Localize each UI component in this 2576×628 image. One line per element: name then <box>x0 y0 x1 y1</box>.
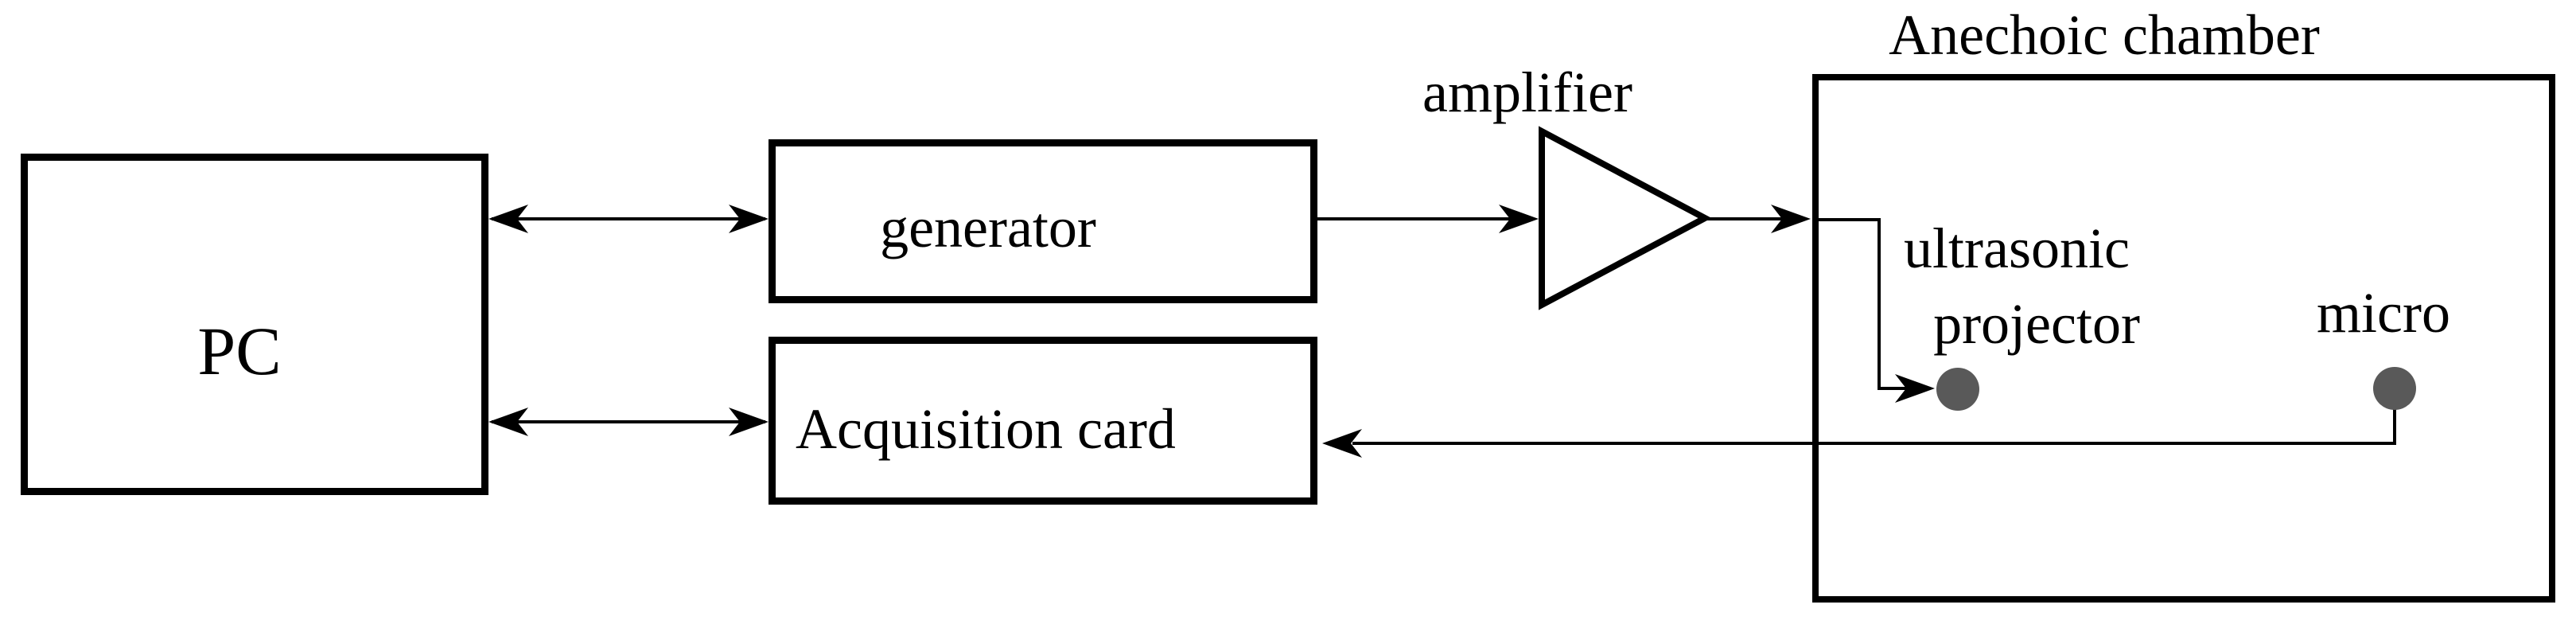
generator-box <box>769 139 1317 303</box>
acquisition-card-label: Acquisition card <box>796 397 1176 461</box>
arrowhead-left-pc-bottom <box>488 408 528 436</box>
micro-dot <box>2373 367 2416 410</box>
amplifier-label: amplifier <box>1422 60 1632 124</box>
arrowhead-right-amplifier <box>1499 205 1539 233</box>
arrowhead-right-projector <box>1895 374 1935 403</box>
anechoic-chamber-box <box>1812 74 2555 603</box>
arrowhead-right-generator <box>729 205 769 233</box>
arrowhead-left-pc-top <box>488 205 528 233</box>
micro-return-line <box>1352 409 2396 445</box>
micro-label: micro <box>2317 281 2450 345</box>
pc-label: PC <box>197 313 281 389</box>
pc-box <box>21 154 488 495</box>
anechoic-chamber-label: Anechoic chamber <box>1889 3 2320 67</box>
arrowhead-right-acquisition <box>729 408 769 436</box>
generator-label: generator <box>880 196 1096 259</box>
amplifier-triangle <box>1539 126 1712 310</box>
arrowhead-left-acquisition-return <box>1322 429 1362 458</box>
ultrasonic-projector-label-line1: ultrasonic <box>1904 216 2130 280</box>
ultrasonic-projector-dot <box>1936 368 1979 411</box>
chamber-feed-line <box>1815 218 1908 390</box>
ultrasonic-projector-label-line2: projector <box>1933 292 2140 356</box>
arrowhead-right-chamber <box>1771 205 1811 233</box>
acquisition-card-box <box>769 337 1317 505</box>
